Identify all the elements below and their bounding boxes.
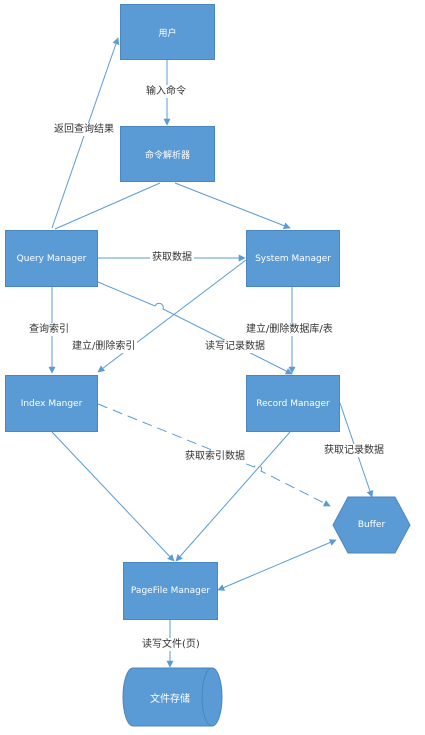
label-get-data: 获取数据 — [150, 251, 194, 264]
query-manager-node: Query Manager — [5, 230, 98, 287]
index-manager-node: Index Manger — [5, 375, 98, 432]
buffer-node-shape — [332, 496, 411, 554]
edge-system-to-index — [97, 259, 247, 373]
label-create-delete-index: 建立/删除索引 — [70, 340, 138, 353]
pagefile-manager-node: PageFile Manager — [123, 562, 218, 620]
label-get-index-data: 获取索引数据 — [183, 450, 247, 463]
label-input-command: 输入命令 — [144, 85, 188, 98]
edge-buffer-pagefile — [217, 539, 337, 591]
label-return-results: 返回查询结果 — [52, 123, 116, 136]
parser-node: 命令解析器 — [120, 126, 215, 182]
edge-parser-to-query — [54, 182, 161, 230]
label-query-index: 查询索引 — [27, 323, 71, 336]
edge-record-to-pagefile — [175, 431, 291, 562]
edge-parser-to-system — [174, 182, 291, 229]
label-create-delete-db-table: 建立/删除数据库/表 — [244, 323, 335, 336]
label-read-write-file: 读写文件(页) — [140, 638, 202, 651]
buffer-node: Buffer — [357, 520, 386, 530]
label-get-record-data: 获取记录数据 — [322, 444, 386, 457]
edge-query-to-record — [97, 281, 293, 375]
system-manager-node: System Manager — [246, 230, 340, 287]
record-manager-node: Record Manager — [246, 375, 340, 432]
edge-index-to-pagefile — [51, 431, 175, 562]
label-read-write-records: 读写记录数据 — [203, 340, 267, 353]
file-storage-node: 文件存储 — [150, 693, 190, 705]
edge-index-to-buffer — [97, 403, 331, 507]
file-storage-shape — [122, 667, 223, 727]
user-node: 用户 — [120, 4, 215, 60]
